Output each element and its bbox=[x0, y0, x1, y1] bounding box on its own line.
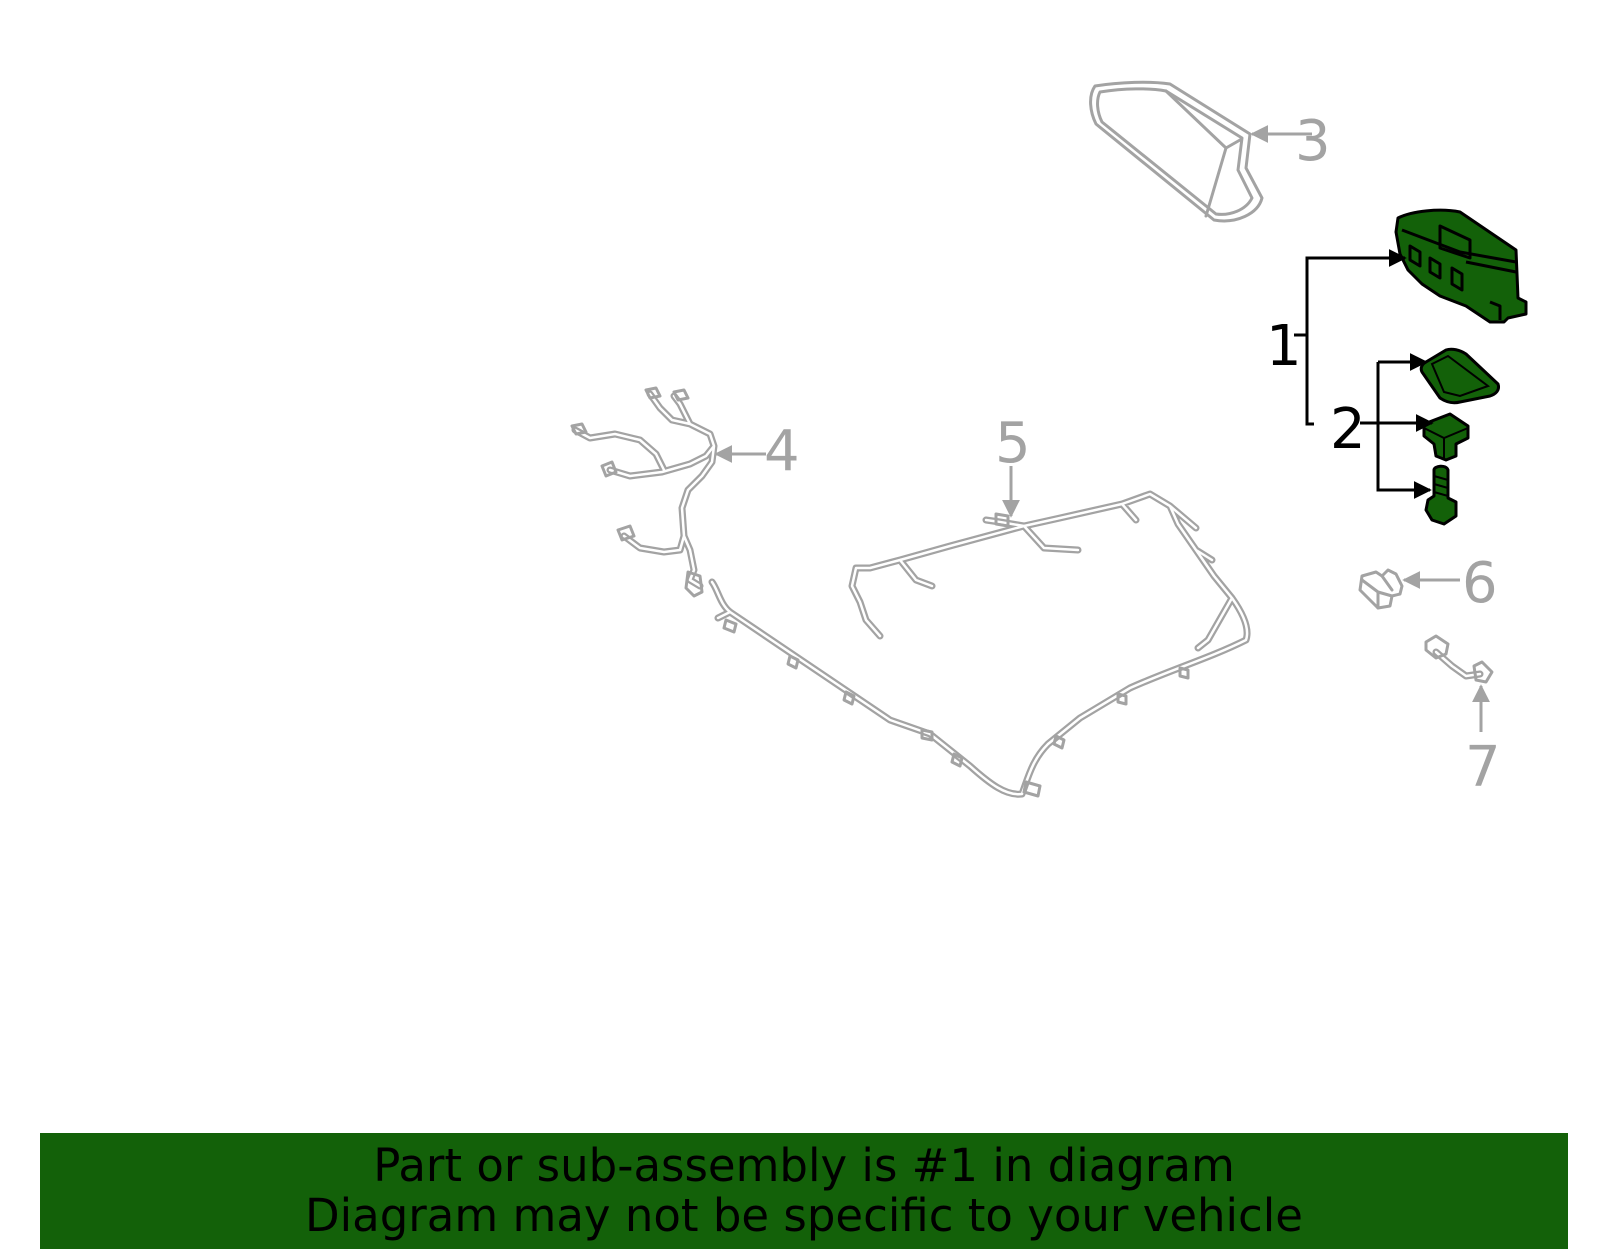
callout-5: 5 bbox=[995, 411, 1031, 476]
bolt-part bbox=[1424, 464, 1458, 526]
callout-4: 4 bbox=[764, 419, 800, 484]
leader-1-bracket bbox=[1305, 249, 1407, 426]
callout-2: 2 bbox=[1330, 397, 1366, 462]
gasket-part bbox=[1419, 347, 1500, 405]
cable-part bbox=[1424, 634, 1494, 684]
wiring-harness-front-part bbox=[570, 386, 718, 598]
antenna-module-part bbox=[1394, 208, 1528, 324]
wiring-harness-main-part bbox=[708, 490, 1251, 798]
callout-7: 7 bbox=[1465, 735, 1501, 800]
callout-6: 6 bbox=[1462, 551, 1498, 616]
banner-line-2: Diagram may not be specific to your vehi… bbox=[305, 1189, 1303, 1242]
module-housing-body bbox=[1394, 208, 1528, 324]
antenna-cover-part bbox=[1089, 80, 1264, 223]
callout-3: 3 bbox=[1295, 109, 1331, 174]
leader-lines bbox=[714, 125, 1490, 732]
connector-bracket-part bbox=[1358, 568, 1404, 610]
banner-line-1: Part or sub-assembly is #1 in diagram bbox=[373, 1139, 1235, 1192]
callout-1: 1 bbox=[1266, 314, 1302, 379]
clip-part bbox=[1422, 412, 1470, 462]
info-banner: Part or sub-assembly is #1 in diagram Di… bbox=[40, 1133, 1568, 1249]
